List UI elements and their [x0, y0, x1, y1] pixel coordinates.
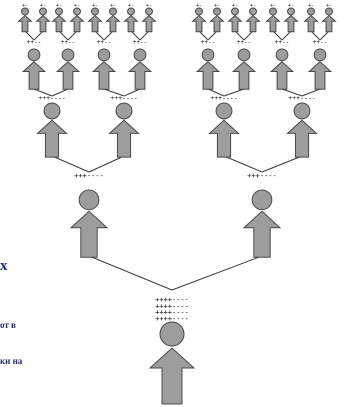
person-level-4-3	[69, 7, 85, 33]
connector-l3-2	[103, 88, 125, 97]
connector-l4-3	[67, 30, 78, 41]
connector-l4-15	[319, 30, 330, 41]
marks-level-4-1: +-	[40, 3, 46, 9]
marks-level-4-10: +-	[232, 3, 238, 9]
marks-level-1-0: +++----	[74, 172, 104, 180]
person-level-4-4	[87, 7, 103, 33]
connector-l1-0	[88, 255, 173, 291]
connector-l2-2	[223, 155, 263, 173]
connector-l4-8	[198, 30, 209, 41]
connector-l4-13	[281, 30, 292, 41]
side-text-line-2: от в	[0, 320, 16, 330]
person-level-2-3	[286, 102, 318, 158]
person-level-3-5	[231, 48, 257, 90]
marks-level-4-8: +-	[196, 3, 202, 9]
person-level-4-13	[283, 7, 299, 33]
person-level-3-0	[21, 48, 47, 90]
tree-connectors	[24, 30, 330, 291]
marks-level-4-4: +-	[92, 3, 98, 9]
connector-l4-2	[58, 30, 69, 41]
person-level-1-1	[242, 189, 282, 258]
marks-level-4-5: +-	[110, 3, 116, 9]
person-level-4-15	[321, 7, 337, 33]
person-level-4-9	[209, 7, 225, 33]
marks-level-3-4: ++--	[201, 39, 215, 46]
marks-level-4-12: +-	[270, 3, 276, 9]
person-level-4-0	[17, 7, 33, 33]
marks-level-4-15: +-	[326, 3, 332, 9]
marks-level-4-14: +-	[308, 3, 314, 9]
marks-level-4-11: +-	[250, 3, 256, 9]
person-level-3-7	[307, 48, 333, 90]
person-level-4-1	[35, 7, 51, 33]
connector-l4-9	[207, 30, 218, 41]
marks-level-3-1: ++--	[61, 39, 75, 46]
person-level-4-7	[141, 7, 157, 33]
connector-l4-5	[103, 30, 114, 41]
marks-level-2-1: +++----	[110, 94, 137, 102]
person-level-2-0	[36, 102, 68, 158]
connector-l4-7	[139, 30, 150, 41]
connector-l4-10	[234, 30, 245, 41]
person-level-1-0	[69, 189, 109, 258]
person-level-2-1	[108, 102, 140, 158]
side-text-line-1: х	[0, 258, 8, 274]
tree-figures	[17, 7, 337, 405]
person-level-0	[148, 321, 196, 405]
connector-l4-4	[94, 30, 105, 41]
person-level-3-1	[55, 48, 81, 90]
person-level-3-2	[91, 48, 117, 90]
marks-level-4-9: +-	[214, 3, 220, 9]
marks-level-1-1: +++----	[247, 172, 277, 180]
marks-level-3-2: ++--	[97, 39, 111, 46]
connector-l3-1	[51, 88, 69, 97]
marks-level-2-0: +++----	[38, 94, 65, 102]
person-level-4-5	[105, 7, 121, 33]
connector-l4-0	[24, 30, 35, 41]
connector-l2-1	[88, 155, 125, 173]
marks-level-4-2: +-	[56, 3, 62, 9]
marks-level-3-0: ++--	[27, 39, 41, 46]
person-level-4-6	[123, 7, 139, 33]
connector-l3-0	[33, 88, 53, 97]
marks-level-4-6: +-	[128, 3, 134, 9]
marks-level-3-3: ++--	[133, 39, 147, 46]
person-level-4-10	[227, 7, 243, 33]
marks-level-4-0: +-	[22, 3, 28, 9]
connector-l4-14	[310, 30, 321, 41]
person-level-4-14	[303, 7, 319, 33]
marks-level-0: ++++----++++----++++----++++----	[155, 296, 189, 323]
connector-l4-6	[130, 30, 141, 41]
side-text-line-3: ки на	[0, 356, 23, 366]
connector-l3-4	[207, 88, 225, 97]
person-level-2-2	[208, 102, 240, 158]
connector-l4-1	[33, 30, 44, 41]
connector-l3-5	[223, 88, 245, 97]
marks-level-4-13: +-	[288, 3, 294, 9]
connector-l3-7	[301, 88, 321, 97]
person-level-3-6	[269, 48, 295, 90]
marks-level-4-7: +-	[146, 3, 152, 9]
marks-level-3-6: ++--	[275, 39, 289, 46]
marks-level-3-5: ++--	[237, 39, 251, 46]
person-level-4-8	[191, 7, 207, 33]
connector-l2-3	[261, 155, 303, 173]
person-level-4-2	[51, 7, 67, 33]
person-level-3-4	[195, 48, 221, 90]
person-level-3-3	[127, 48, 153, 90]
marks-level-3-7: ++--	[313, 39, 327, 46]
connector-l4-11	[243, 30, 254, 41]
connector-l1-1	[171, 255, 263, 291]
person-level-4-12	[265, 7, 281, 33]
connector-l4-12	[272, 30, 283, 41]
person-level-4-11	[245, 7, 261, 33]
marks-level-2-2: +++----	[210, 94, 237, 102]
marks-level-2-3: +++----	[288, 94, 315, 102]
connector-l3-3	[123, 88, 141, 97]
connector-l2-0	[51, 155, 90, 173]
tree-marks: ++++----++++----++++----++++---- +++---- +…	[22, 3, 332, 323]
marks-level-4-3: +-	[74, 3, 80, 9]
connector-l3-6	[281, 88, 303, 97]
